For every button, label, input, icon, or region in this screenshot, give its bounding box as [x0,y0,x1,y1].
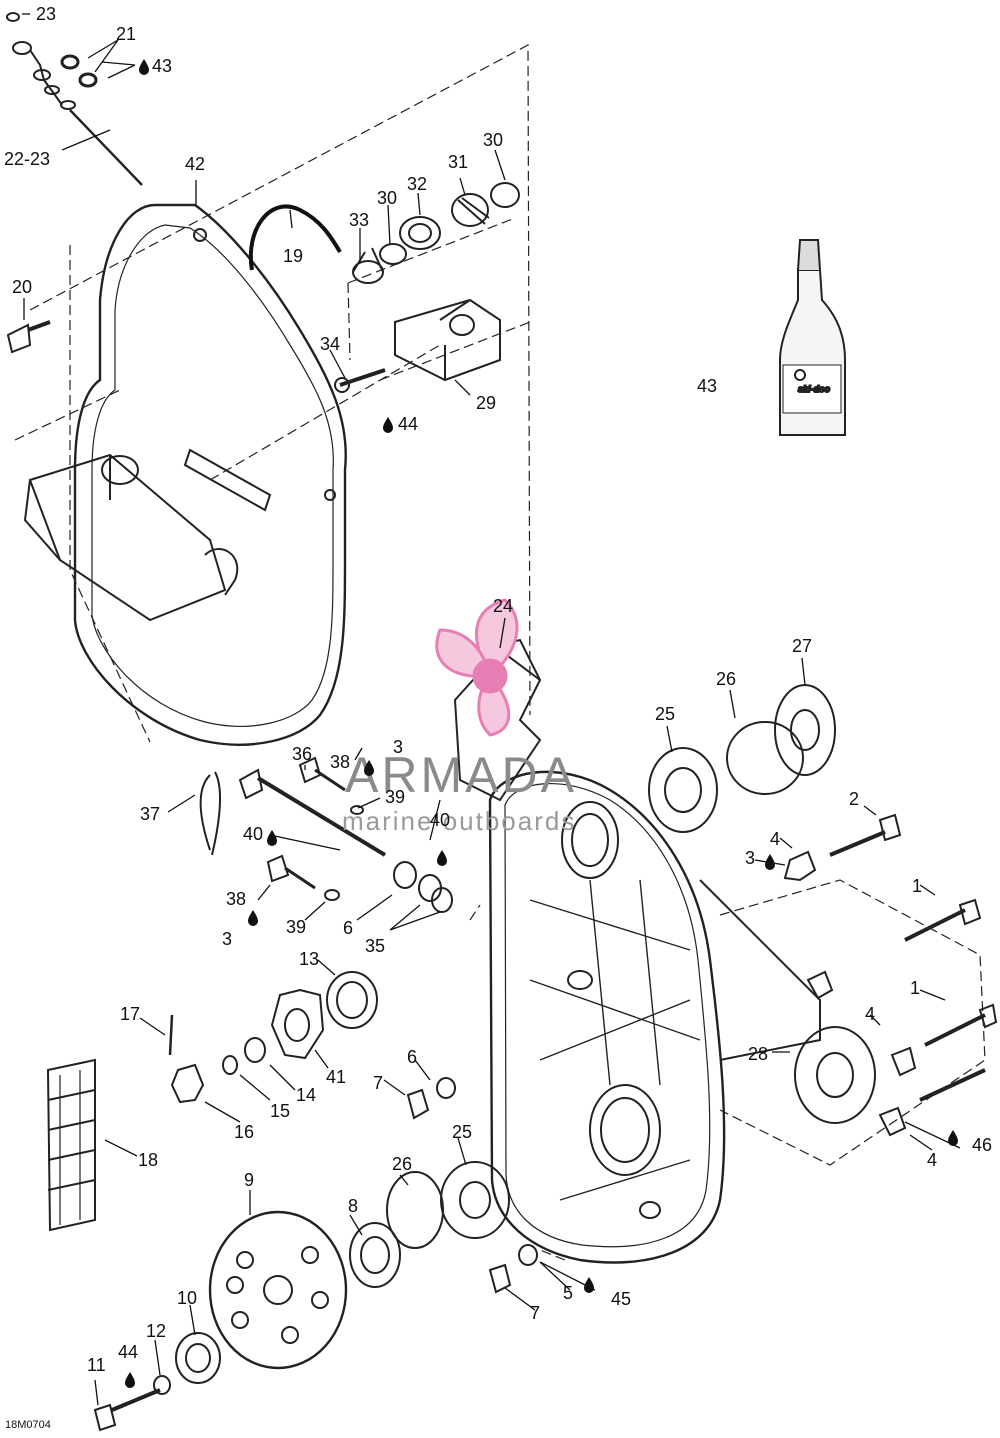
bearing-stack-top [352,182,520,284]
callout-label: 37 [140,804,160,824]
callout-label: 42 [185,154,205,174]
bottle-brand: ski-doo [798,384,831,394]
chaincase-cover [23,203,347,746]
tension-bolts [199,756,453,913]
callout-label: 19 [283,246,303,266]
callout-label: 38 [330,752,350,772]
watermark: ARMADA marine outboards [342,598,577,836]
callout-label: 44 [398,414,418,434]
drop-icon [383,417,393,433]
callout-label: 11 [87,1355,106,1375]
callout-label: 23 [36,4,56,24]
right-hardware [648,684,998,1137]
callout-label: 4 [927,1150,937,1170]
callout-label: 36 [292,744,312,764]
callout-label: 17 [120,1004,140,1024]
watermark-logo-icon [435,598,519,737]
drawing-code: 18M0704 [5,1419,51,1431]
callout-label: 45 [611,1289,631,1309]
callout-label: 14 [296,1085,316,1105]
callout-label: 3 [222,929,232,949]
callout-label: 38 [226,889,246,909]
drop-icon [437,850,447,866]
callout-label: 30 [483,130,503,150]
callout-label: 10 [177,1288,197,1308]
assembly-guide-lines [14,44,986,1261]
callout-label: 35 [365,936,385,956]
callout-label: 12 [146,1321,166,1341]
callout-label: 1 [912,876,922,896]
drop-icon [584,1277,594,1293]
callout-label: 9 [244,1170,254,1190]
callout-label: 33 [349,210,369,230]
callout-label: 40 [243,824,263,844]
drop-icon [267,830,277,846]
callout-label: 44 [118,1342,138,1362]
callout-label: 5 [563,1283,573,1303]
callout-label: 46 [972,1135,992,1155]
drop-icon [765,854,775,870]
callout-label: 41 [326,1067,346,1087]
chaincase-housing [453,638,821,1264]
callout-label: 8 [348,1196,358,1216]
callout-label: 3 [393,737,403,757]
callout-label: 31 [448,152,468,172]
callout-label: 26 [392,1154,412,1174]
callout-labels: 23 21 43 22-23 42 19 33 30 32 31 30 20 3… [4,4,992,1431]
callout-label: 43 [152,56,172,76]
drop-icon [125,1372,135,1388]
callout-label: 29 [476,393,496,413]
callout-label: 26 [716,669,736,689]
callout-label: 27 [792,636,812,656]
drop-icon [948,1130,958,1146]
callout-label: 40 [430,810,450,830]
callout-label: 6 [343,918,353,938]
callout-label: 28 [748,1044,768,1064]
tensioner-block [334,298,501,393]
callout-label: 32 [407,174,427,194]
callout-label: 39 [385,787,405,807]
drop-icon [248,910,258,926]
drive-chain [46,1058,96,1232]
callout-label: 20 [12,277,32,297]
vent-hose [248,204,342,271]
dipstick-assembly [6,12,143,186]
drop-icon [139,59,149,75]
callout-label: 43 [697,376,717,396]
callout-label: 18 [138,1150,158,1170]
callout-label: 4 [770,829,780,849]
callout-label: 4 [865,1004,875,1024]
callout-label: 24 [493,596,513,616]
callout-label: 34 [320,334,340,354]
bolt-20 [6,320,51,354]
callout-label: 15 [270,1101,290,1121]
callout-label: 39 [286,917,306,937]
watermark-tagline: marine outboards [342,806,576,836]
callout-label: 3 [745,848,755,868]
leader-lines [22,13,961,1406]
callout-label: 30 [377,188,397,208]
callout-label: 7 [373,1073,383,1093]
drive-sprocket-parts [93,971,538,1432]
callout-label: 16 [234,1122,254,1142]
callout-label: 13 [299,949,319,969]
watermark-brand: ARMADA [345,747,577,803]
callout-label: 2 [849,789,859,809]
callout-label: 22-23 [4,149,50,169]
oil-bottle: ski-doo [779,239,846,436]
callout-label: 1 [910,978,920,998]
callout-label: 7 [530,1303,540,1323]
callout-label: 25 [452,1122,472,1142]
callout-label: 21 [116,24,136,44]
callout-label: 25 [655,704,675,724]
callout-label: 6 [407,1047,417,1067]
